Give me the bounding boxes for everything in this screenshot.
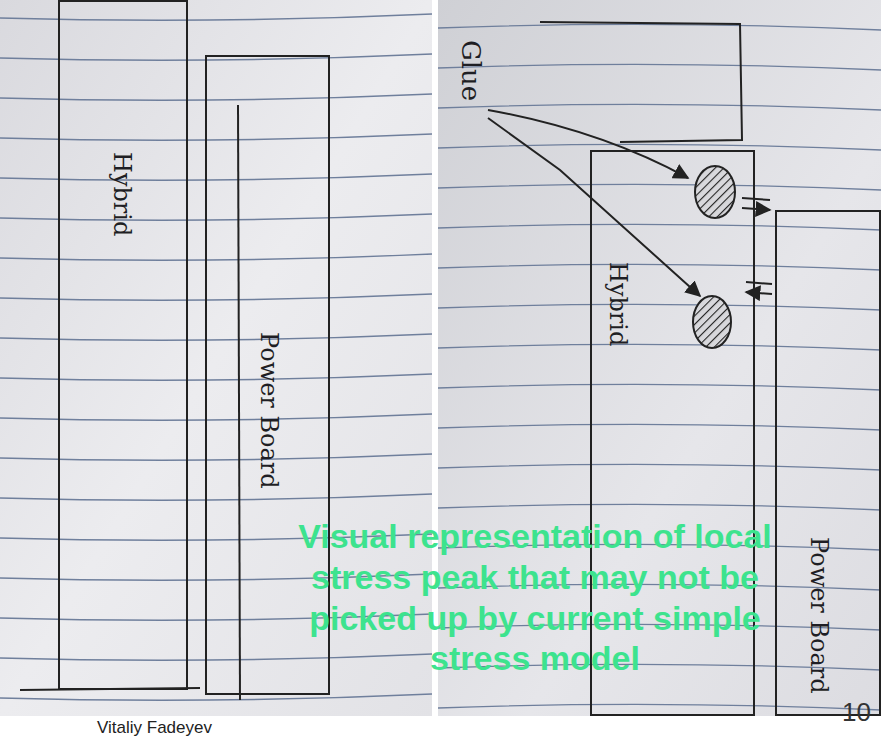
ruled-line bbox=[0, 134, 432, 140]
stress-arrow bbox=[742, 198, 770, 210]
ruled-line bbox=[438, 704, 881, 710]
ruled-line bbox=[0, 254, 432, 260]
ruled-line bbox=[0, 334, 432, 340]
sketch-line bbox=[540, 22, 742, 142]
author-name: Vitaliy Fadeyev bbox=[97, 718, 212, 738]
ruled-line bbox=[0, 294, 432, 300]
glue-dot bbox=[695, 166, 735, 218]
leader-arrow bbox=[488, 118, 700, 296]
stress-arrow bbox=[746, 282, 772, 294]
glue-dot bbox=[693, 296, 731, 348]
ruled-line bbox=[438, 304, 881, 310]
handwritten-label: Hybrid bbox=[110, 152, 134, 236]
ruled-line bbox=[0, 654, 432, 660]
ruled-line bbox=[438, 384, 881, 390]
overlay-note: Visual representation of local stress pe… bbox=[285, 516, 785, 679]
ruled-line bbox=[438, 424, 881, 430]
ruled-line bbox=[438, 504, 881, 510]
handwritten-label: Power Board bbox=[257, 332, 281, 489]
ruled-lines bbox=[0, 14, 432, 700]
ruled-line bbox=[438, 464, 881, 470]
ruled-line bbox=[0, 374, 432, 380]
ruled-line bbox=[0, 214, 432, 220]
sketch-line bbox=[238, 105, 240, 700]
ruled-line bbox=[438, 64, 881, 70]
glue-label: Glue bbox=[456, 40, 486, 101]
ruled-line bbox=[0, 94, 432, 100]
ruled-line bbox=[438, 104, 881, 110]
ruled-line bbox=[438, 264, 881, 270]
slide-number: 10 bbox=[842, 697, 871, 728]
ruled-line bbox=[0, 174, 432, 180]
handwritten-label: Power Board bbox=[807, 537, 831, 694]
ruled-line bbox=[0, 414, 432, 420]
ruled-line bbox=[0, 14, 432, 20]
leader-arrow bbox=[488, 110, 688, 178]
hybrid-outline: Hybrid bbox=[58, 0, 188, 690]
ruled-line bbox=[438, 184, 881, 190]
ruled-line bbox=[0, 494, 432, 500]
handwritten-label: Hybrid bbox=[606, 262, 630, 346]
ruled-line bbox=[438, 344, 881, 350]
power-board-outline: Power Board bbox=[775, 210, 881, 716]
ruled-line bbox=[438, 224, 881, 230]
ruled-line bbox=[0, 454, 432, 460]
ruled-line bbox=[438, 24, 881, 30]
